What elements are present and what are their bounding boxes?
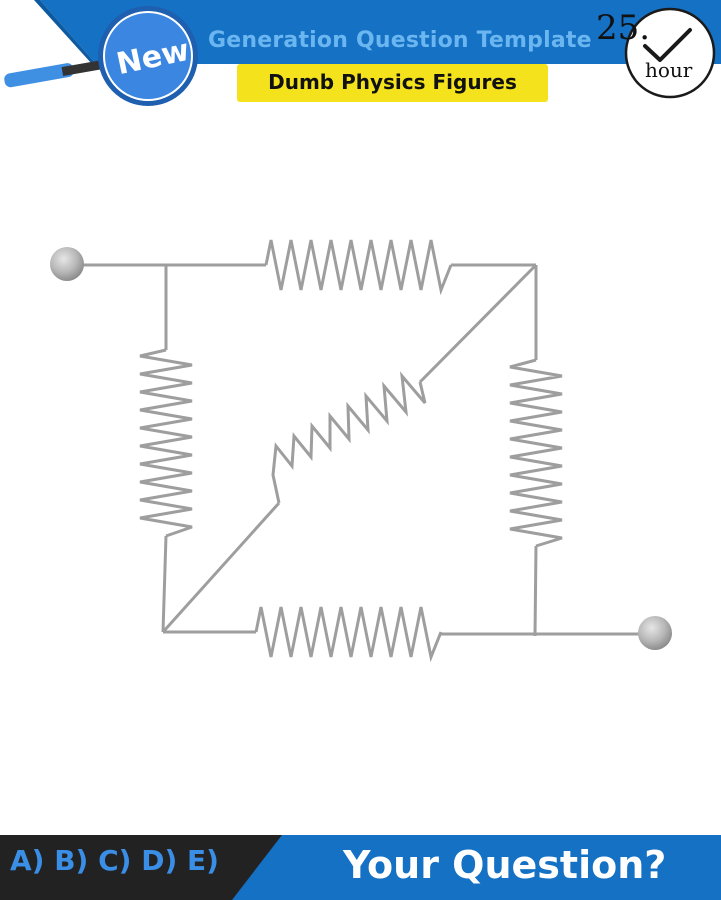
wire-diagonal-upper (418, 263, 538, 384)
page-title: Generation Question Template (208, 28, 592, 53)
question-label: Your Question? (343, 843, 667, 887)
wire-right-lower (533, 545, 538, 637)
wire-left-lower (161, 535, 168, 633)
magnifier-icon (4, 6, 198, 106)
subtitle-label: Dumb Physics Figures (268, 70, 517, 94)
new-badge-magnifier (4, 6, 198, 106)
resistor-diagonal (271, 371, 427, 504)
terminal-right (638, 616, 672, 650)
subtitle-badge: Dumb Physics Figures (237, 64, 548, 102)
wire-diagonal-lower (161, 501, 281, 634)
clock-number: 25. (596, 8, 651, 48)
clock-icon (624, 7, 716, 99)
resistor-bottom (254, 606, 443, 663)
resistor-top (264, 239, 453, 296)
resistor-left (139, 348, 193, 538)
footer-band (0, 835, 721, 900)
header-band (34, 0, 721, 64)
resistor-right (509, 358, 563, 548)
clock-unit: hour (645, 58, 693, 82)
answer-options: A) B) C) D) E) (10, 844, 219, 877)
terminal-left (50, 247, 84, 281)
